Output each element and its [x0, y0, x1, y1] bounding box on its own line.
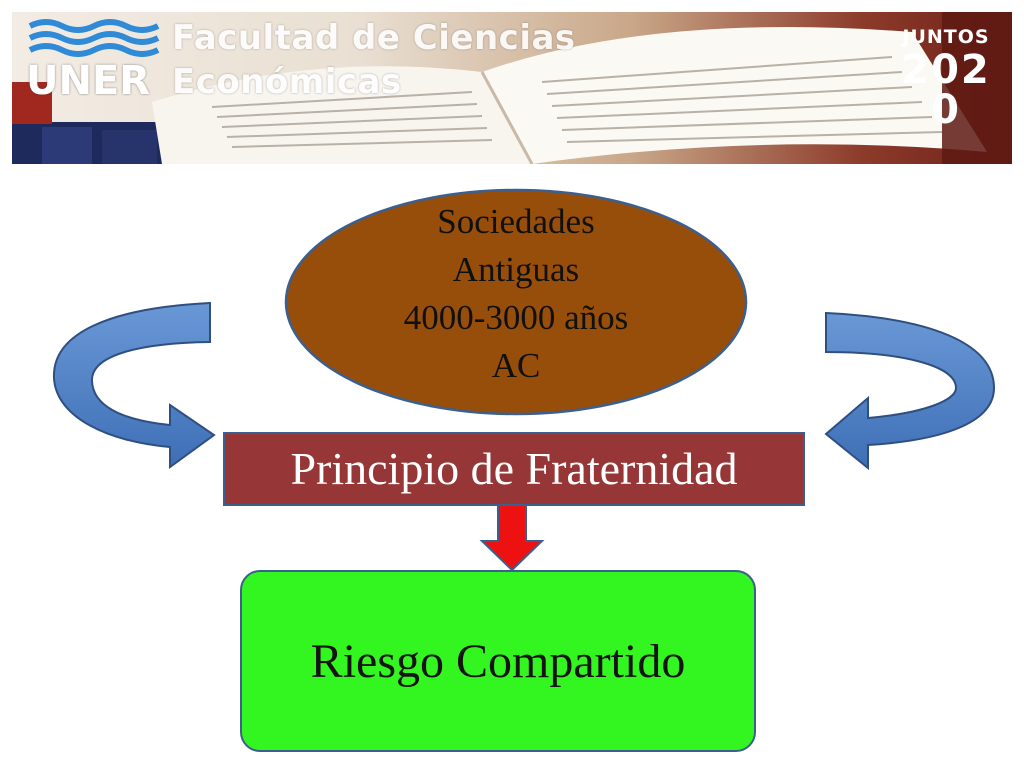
- header-banner: UNER Facultad de Ciencias Económicas JUN…: [12, 12, 1012, 164]
- result-label: Riesgo Compartido: [310, 634, 686, 688]
- origin-line: Sociedades: [437, 202, 595, 241]
- faculty-title-line1: Facultad de Ciencias: [172, 18, 576, 58]
- uner-logo-text: UNER: [26, 58, 151, 104]
- origin-ellipse: [284, 188, 748, 416]
- faculty-title-line2: Económicas: [172, 62, 402, 102]
- badge-word: JUNTOS: [902, 26, 990, 48]
- result-box: Riesgo Compartido: [240, 570, 756, 752]
- left-curved-arrow: [52, 301, 216, 469]
- badge-year: 2020: [901, 47, 991, 133]
- right-curved-arrow: [824, 311, 996, 471]
- juntos-2020-badge: JUNTOS 2020: [896, 26, 996, 130]
- origin-label: Sociedades Antiguas 4000-3000 años AC: [330, 198, 702, 390]
- down-arrow: [479, 504, 545, 572]
- origin-line: 4000-3000 años: [403, 298, 629, 337]
- book-image: [12, 12, 1012, 164]
- principle-box: Principio de Fraternidad: [223, 432, 805, 506]
- origin-line: AC: [491, 346, 541, 385]
- uner-waves-logo: [28, 19, 160, 57]
- origin-line: Antiguas: [452, 250, 580, 289]
